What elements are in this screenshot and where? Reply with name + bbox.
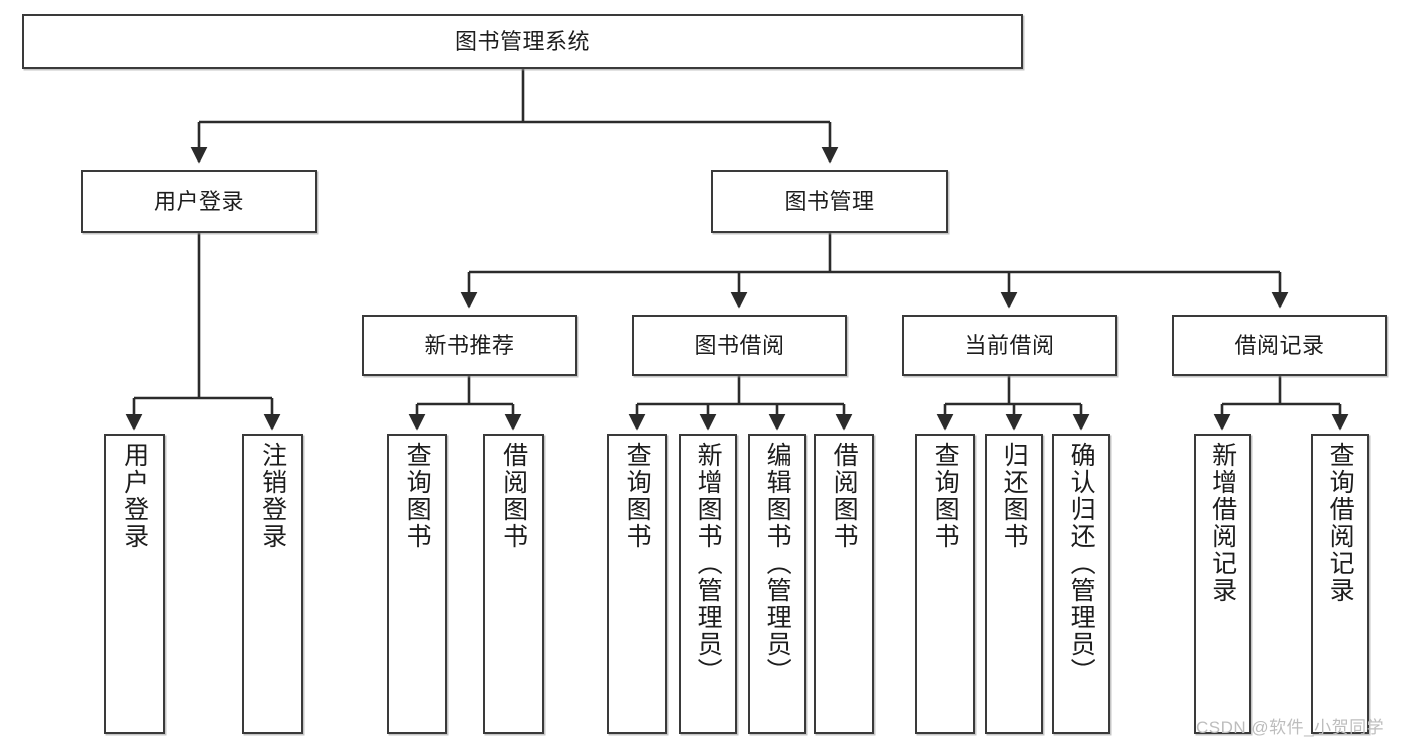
node-label: 编辑图书（管理员） (763, 442, 792, 685)
node-label: 借阅记录 (1234, 332, 1325, 358)
node-label: 借阅图书 (499, 442, 528, 550)
node-leaf-user-login[interactable]: 用户登录 (104, 434, 165, 734)
node-label: 查询图书 (403, 442, 432, 550)
node-label: 图书管理 (784, 188, 875, 214)
node-label: 归还图书 (1000, 442, 1029, 550)
node-leaf-add-borrow-record[interactable]: 新增借阅记录 (1194, 434, 1251, 734)
node-leaf-add-book-admin[interactable]: 新增图书（管理员） (679, 434, 737, 734)
node-label: 用户登录 (120, 442, 149, 550)
node-leaf-borrow-book-recommend[interactable]: 借阅图书 (483, 434, 544, 734)
node-current-borrow[interactable]: 当前借阅 (902, 315, 1117, 376)
node-label: 图书管理系统 (454, 28, 590, 54)
node-label: 新增借阅记录 (1208, 442, 1237, 604)
node-label: 查询图书 (931, 442, 960, 550)
node-leaf-edit-book-admin[interactable]: 编辑图书（管理员） (748, 434, 806, 734)
node-label: 新书推荐 (424, 332, 515, 358)
node-leaf-query-book-recommend[interactable]: 查询图书 (387, 434, 447, 734)
node-leaf-return-book[interactable]: 归还图书 (985, 434, 1043, 734)
node-book-management[interactable]: 图书管理 (711, 170, 948, 233)
node-leaf-borrow-book[interactable]: 借阅图书 (814, 434, 874, 734)
node-label: 注销登录 (258, 442, 287, 550)
node-leaf-query-book-borrow[interactable]: 查询图书 (607, 434, 667, 734)
node-leaf-confirm-return-admin[interactable]: 确认归还（管理员） (1052, 434, 1110, 734)
node-leaf-logout-login[interactable]: 注销登录 (242, 434, 303, 734)
node-label: 用户登录 (153, 188, 244, 214)
node-label: 确认归还（管理员） (1067, 442, 1096, 685)
node-label: 查询图书 (623, 442, 652, 550)
node-root-book-management-system[interactable]: 图书管理系统 (22, 14, 1023, 69)
node-book-borrow[interactable]: 图书借阅 (632, 315, 847, 376)
node-borrow-record[interactable]: 借阅记录 (1172, 315, 1387, 376)
node-label: 当前借阅 (964, 332, 1055, 358)
node-leaf-query-borrow-record[interactable]: 查询借阅记录 (1311, 434, 1369, 734)
node-label: 新增图书（管理员） (694, 442, 723, 685)
node-leaf-query-book-current[interactable]: 查询图书 (915, 434, 975, 734)
node-label: 查询借阅记录 (1326, 442, 1355, 604)
node-label: 图书借阅 (694, 332, 785, 358)
node-label: 借阅图书 (830, 442, 859, 550)
csdn-watermark: CSDN @软件_小贺同学 (1196, 718, 1385, 737)
node-user-login[interactable]: 用户登录 (81, 170, 317, 233)
node-new-book-recommend[interactable]: 新书推荐 (362, 315, 577, 376)
